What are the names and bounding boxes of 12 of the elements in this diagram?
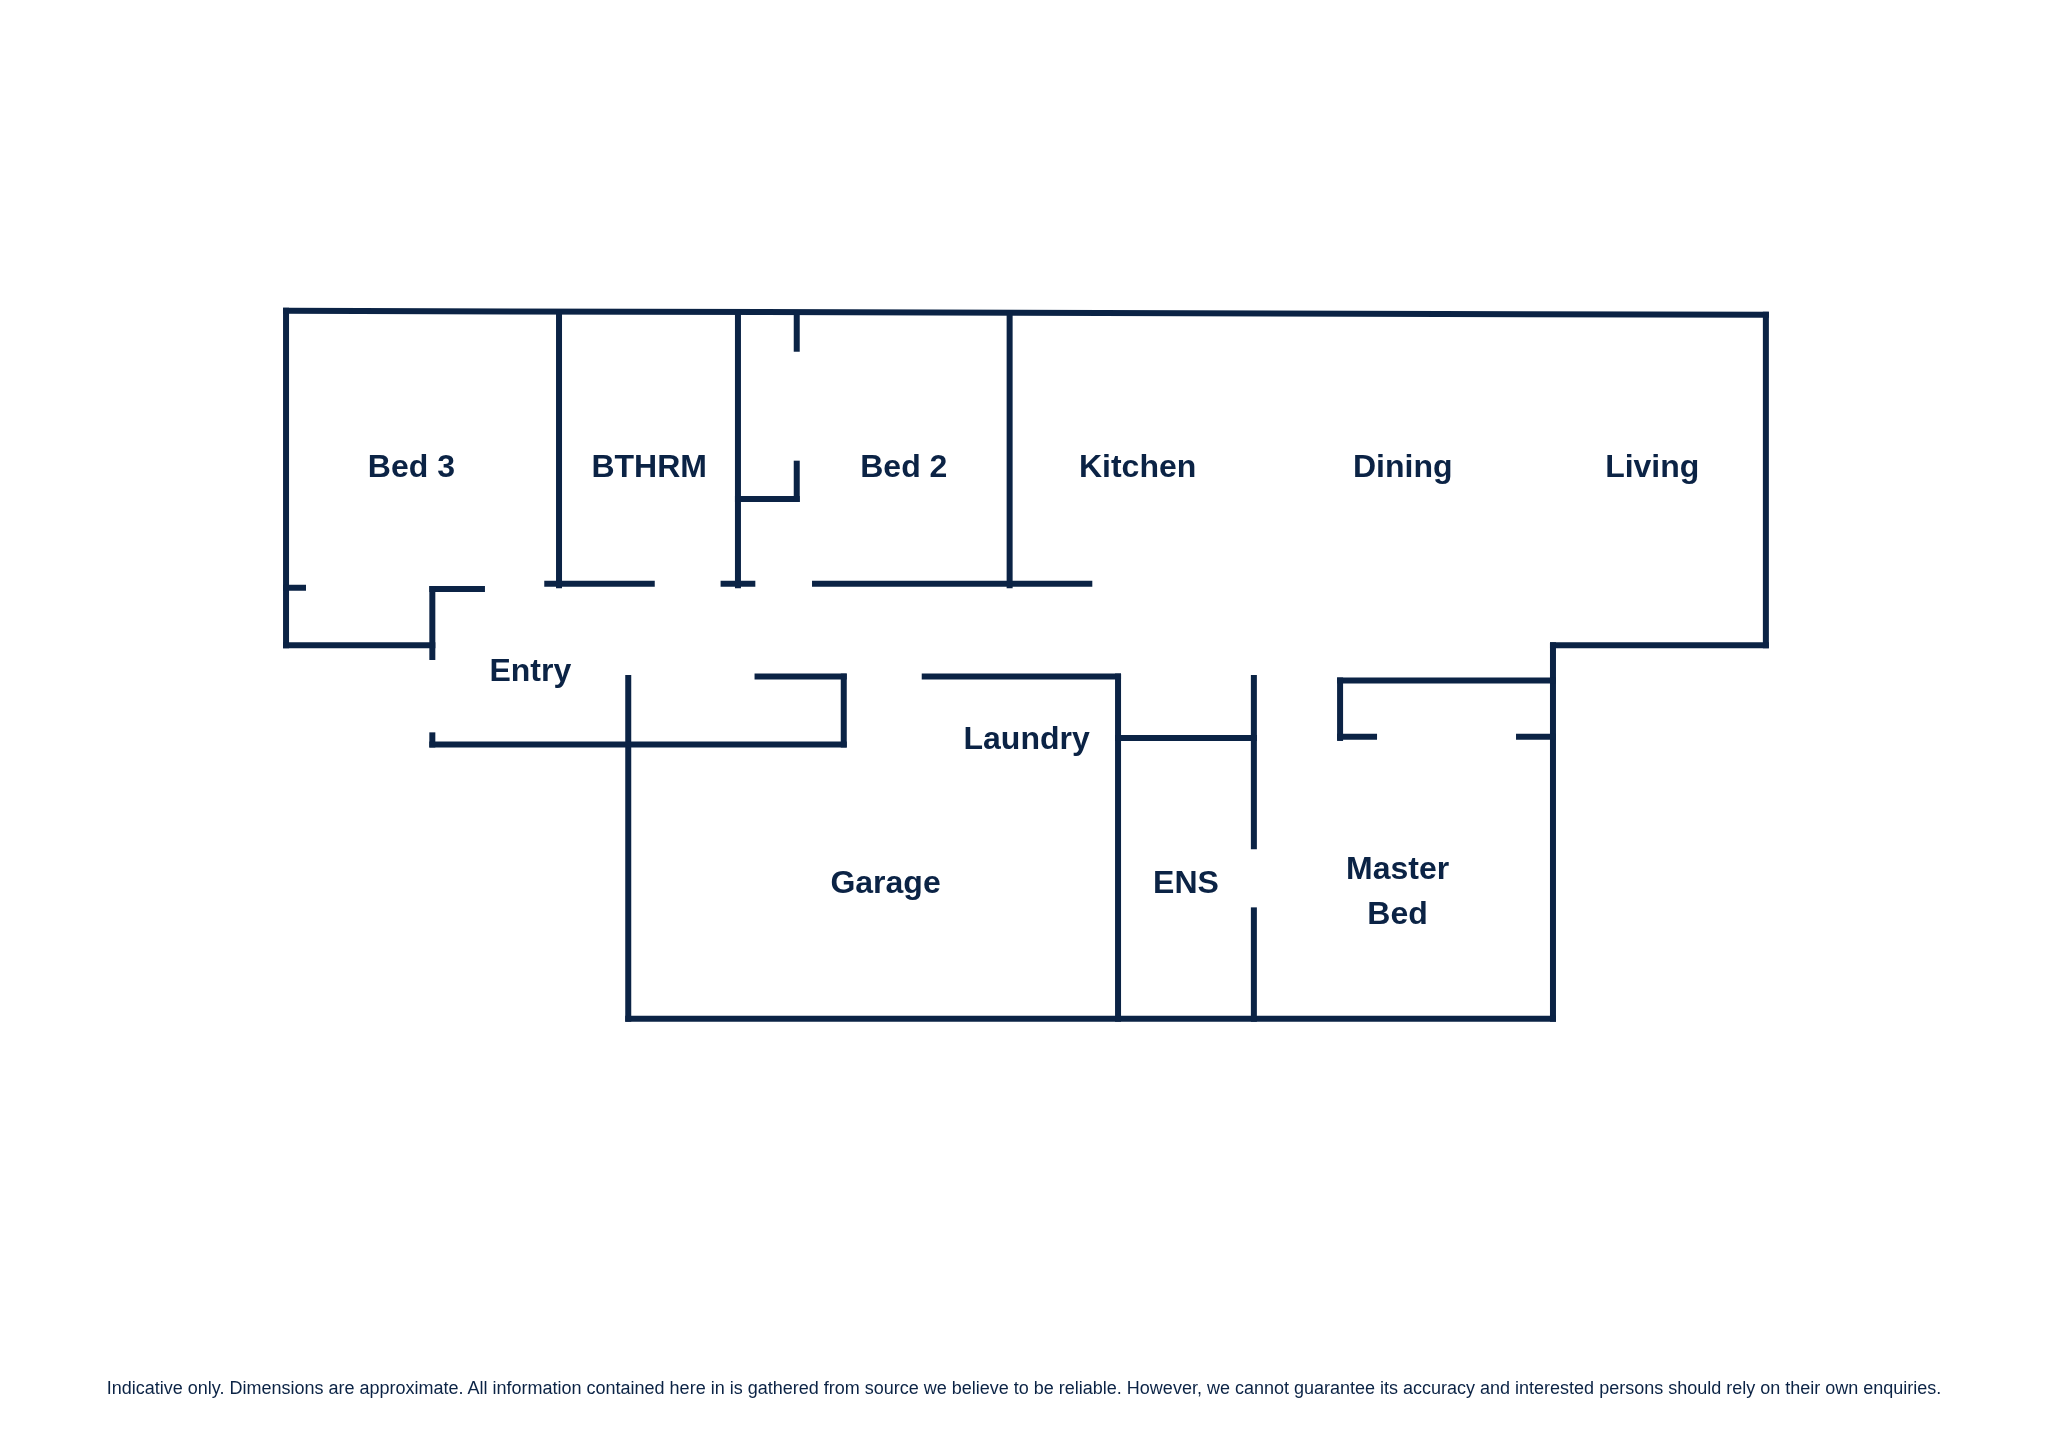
room-label: ENS — [1153, 862, 1219, 902]
room-label: Living — [1605, 446, 1700, 486]
room-label: Bed 3 — [367, 446, 455, 486]
room-label: Kitchen — [1078, 446, 1197, 486]
room-label: Dining — [1353, 446, 1453, 486]
room-label: Master Bed — [1344, 848, 1451, 933]
room-label: Garage — [830, 862, 941, 902]
room-label: Entry — [489, 650, 572, 690]
disclaimer-note: Indicative only. Dimensions are approximate. All information contained here in is gathered from source we believe to be reliable. However, we cannot guarantee its accuracy and interested persons should rely on their own enquiries. — [105, 1378, 1943, 1399]
room-label: BTHRM — [591, 446, 707, 486]
room-label: Laundry — [963, 718, 1090, 758]
room-label: Bed 2 — [860, 446, 948, 486]
